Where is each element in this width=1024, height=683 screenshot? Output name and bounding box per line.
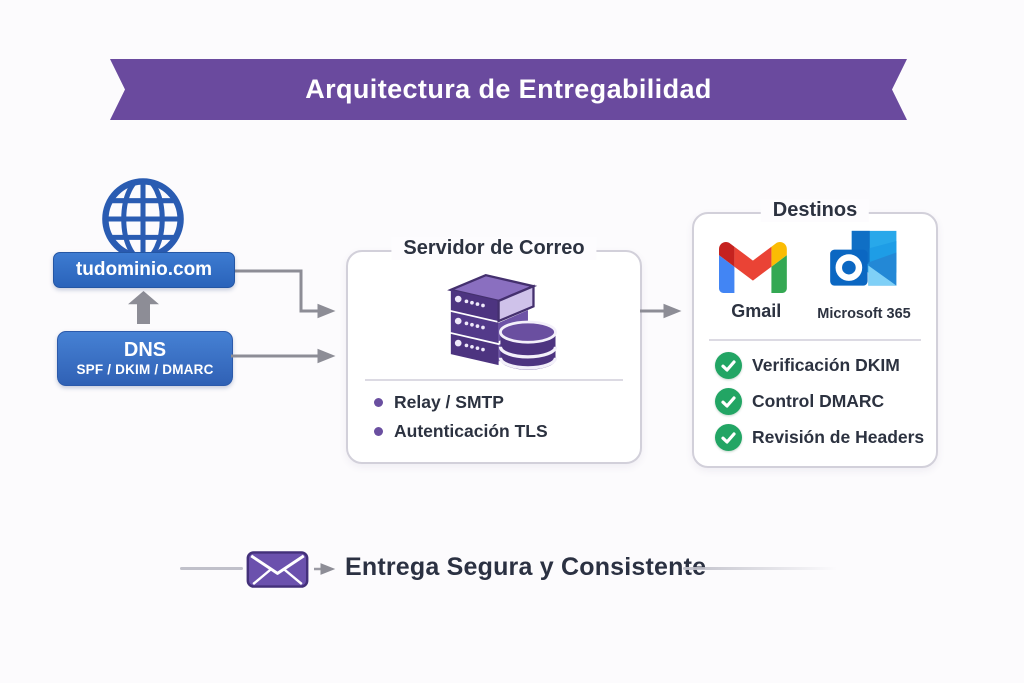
page-title: Arquitectura de Entregabilidad bbox=[305, 74, 712, 104]
footer-label: Entrega Segura y Consistente bbox=[345, 553, 707, 581]
check-label: Revisión de Headers bbox=[752, 427, 925, 447]
list-item: Relay / SMTP bbox=[374, 388, 548, 417]
destinations-title: Destinos bbox=[760, 199, 870, 222]
checks-list: Verificación DKIM Control DMARC Revisión… bbox=[715, 352, 924, 460]
up-arrow-icon bbox=[128, 291, 159, 324]
title-banner: Arquitectura de Entregabilidad bbox=[110, 59, 907, 120]
envelope-icon bbox=[246, 551, 309, 588]
bullet-label: Autenticación TLS bbox=[394, 421, 548, 441]
database-icon bbox=[498, 320, 558, 370]
domain-label: tudominio.com bbox=[75, 259, 213, 280]
provider-microsoft365: Microsoft 365 bbox=[817, 228, 911, 322]
globe-icon bbox=[102, 178, 184, 260]
outlook-icon bbox=[830, 230, 897, 286]
bullet-label: Relay / SMTP bbox=[394, 392, 504, 412]
bullet-dot-icon bbox=[374, 398, 383, 407]
gmail-icon bbox=[719, 242, 788, 293]
footer-line-right bbox=[683, 567, 837, 570]
domain-label-box: tudominio.com bbox=[53, 252, 235, 288]
mail-server-title: Servidor de Correo bbox=[391, 237, 597, 260]
mail-server-icon bbox=[447, 273, 558, 370]
dns-records: SPF / DKIM / DMARC bbox=[76, 362, 214, 377]
dns-box: DNS SPF / DKIM / DMARC bbox=[57, 331, 233, 386]
mail-server-card: Servidor de Correo bbox=[346, 237, 642, 464]
provider-label: Microsoft 365 bbox=[817, 306, 911, 322]
provider-gmail: Gmail bbox=[719, 228, 793, 322]
card-divider bbox=[709, 339, 921, 341]
mail-server-bullets: Relay / SMTP Autenticación TLS bbox=[374, 388, 548, 446]
footer-line-left bbox=[180, 567, 243, 570]
check-icon bbox=[715, 424, 742, 451]
dns-title: DNS bbox=[123, 339, 167, 361]
provider-label: Gmail bbox=[731, 301, 782, 321]
check-icon bbox=[715, 352, 742, 379]
connector-domain-to-server bbox=[233, 269, 336, 319]
providers-row: Gmail Microsoft 365 bbox=[694, 228, 936, 322]
check-label: Verificación DKIM bbox=[752, 355, 900, 375]
destinations-card: Destinos Gmail bbox=[692, 199, 938, 468]
list-item: Revisión de Headers bbox=[715, 424, 924, 451]
list-item: Verificación DKIM bbox=[715, 352, 924, 379]
list-item: Autenticación TLS bbox=[374, 417, 548, 446]
list-item: Control DMARC bbox=[715, 388, 924, 415]
card-divider bbox=[365, 379, 623, 381]
bullet-dot-icon bbox=[374, 427, 383, 436]
check-label: Control DMARC bbox=[752, 391, 885, 411]
check-icon bbox=[715, 388, 742, 415]
